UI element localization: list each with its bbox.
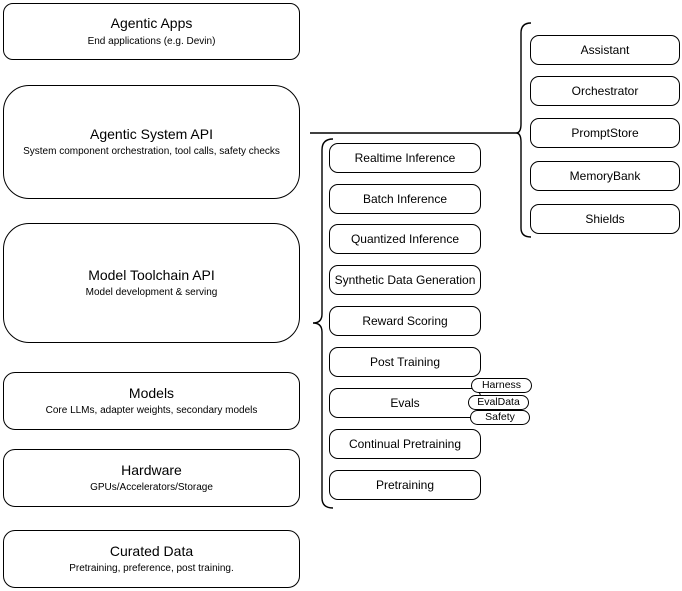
badge-label: Harness (481, 379, 522, 392)
node-title: Model Toolchain API (88, 266, 215, 283)
node-label: Evals (390, 396, 420, 410)
node-title: Hardware (121, 461, 182, 478)
node-orchestrator: Orchestrator (530, 76, 680, 106)
node-label: Quantized Inference (350, 232, 460, 246)
badge-safety: Safety (470, 410, 530, 425)
node-label: Post Training (369, 355, 441, 369)
node-reward-scoring: Reward Scoring (329, 306, 481, 336)
node-agentic-system-api: Agentic System API System component orch… (3, 85, 300, 199)
system-group-brace (515, 22, 532, 238)
badge-evaldata: EvalData (468, 395, 529, 410)
node-subtitle: Core LLMs, adapter weights, secondary mo… (45, 405, 258, 417)
node-post-training: Post Training (329, 347, 481, 377)
node-continual-pretraining: Continual Pretraining (329, 429, 481, 459)
node-label: Realtime Inference (354, 151, 456, 165)
node-title: Curated Data (109, 542, 194, 559)
node-label: Assistant (580, 43, 630, 57)
node-label: MemoryBank (569, 169, 641, 183)
node-curated-data: Curated Data Pretraining, preference, po… (3, 530, 300, 588)
badge-harness: Harness (471, 378, 532, 393)
node-shields: Shields (530, 204, 680, 234)
node-hardware: Hardware GPUs/Accelerators/Storage (3, 449, 300, 507)
node-subtitle: System component orchestration, tool cal… (23, 146, 280, 158)
node-subtitle: Model development & serving (85, 287, 218, 299)
node-promptstore: PromptStore (530, 118, 680, 148)
node-subtitle: Pretraining, preference, post training. (69, 563, 234, 575)
node-label: Shields (585, 212, 625, 226)
badge-label: EvalData (477, 396, 520, 409)
node-synthetic-data-generation: Synthetic Data Generation (329, 265, 481, 295)
node-title: Agentic Apps (110, 15, 193, 32)
node-pretraining: Pretraining (329, 470, 481, 500)
node-label: Orchestrator (571, 84, 639, 98)
node-title: Models (128, 384, 175, 401)
node-subtitle: GPUs/Accelerators/Storage (90, 482, 213, 494)
node-label: PromptStore (571, 126, 639, 140)
node-quantized-inference: Quantized Inference (329, 224, 481, 254)
node-batch-inference: Batch Inference (329, 184, 481, 214)
node-label: Synthetic Data Generation (334, 273, 476, 287)
node-title: Agentic System API (90, 125, 213, 142)
node-subtitle: End applications (e.g. Devin) (87, 35, 216, 47)
node-models: Models Core LLMs, adapter weights, secon… (3, 372, 300, 430)
node-assistant: Assistant (530, 35, 680, 65)
badge-label: Safety (485, 411, 515, 424)
node-label: Continual Pretraining (348, 437, 462, 451)
node-model-toolchain-api: Model Toolchain API Model development & … (3, 223, 300, 343)
node-agentic-apps: Agentic Apps End applications (e.g. Devi… (3, 3, 300, 60)
node-label: Reward Scoring (362, 314, 448, 328)
node-evals: Evals (329, 388, 481, 418)
node-label: Pretraining (375, 478, 435, 492)
node-memorybank: MemoryBank (530, 161, 680, 191)
node-realtime-inference: Realtime Inference (329, 143, 481, 173)
node-label: Batch Inference (362, 192, 448, 206)
